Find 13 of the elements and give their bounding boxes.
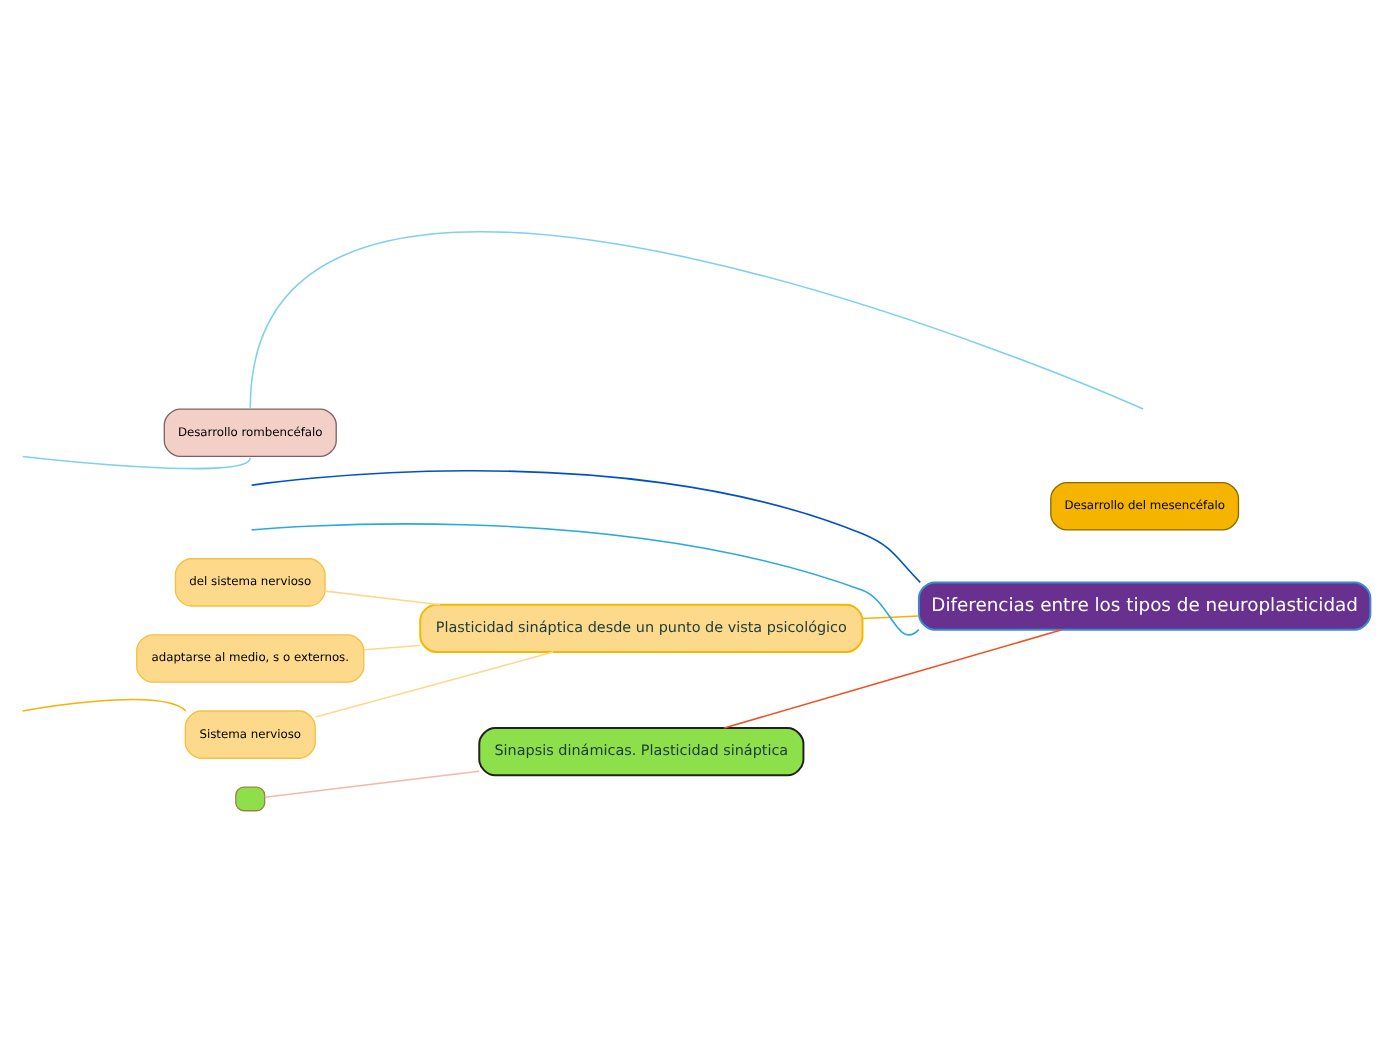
node-box: Diferencias entre los tipos de neuroplasticidad: [917, 580, 1372, 630]
connector: [314, 650, 555, 717]
connector: [324, 589, 441, 605]
connector: [861, 614, 920, 619]
node-box: [235, 785, 266, 811]
connector: [21, 697, 187, 711]
connector: [250, 522, 920, 635]
connector: [363, 643, 421, 650]
connector: [21, 454, 252, 469]
connector: [250, 469, 921, 583]
connector: [264, 769, 481, 798]
connector: [249, 230, 1144, 409]
connector: [723, 627, 1063, 728]
